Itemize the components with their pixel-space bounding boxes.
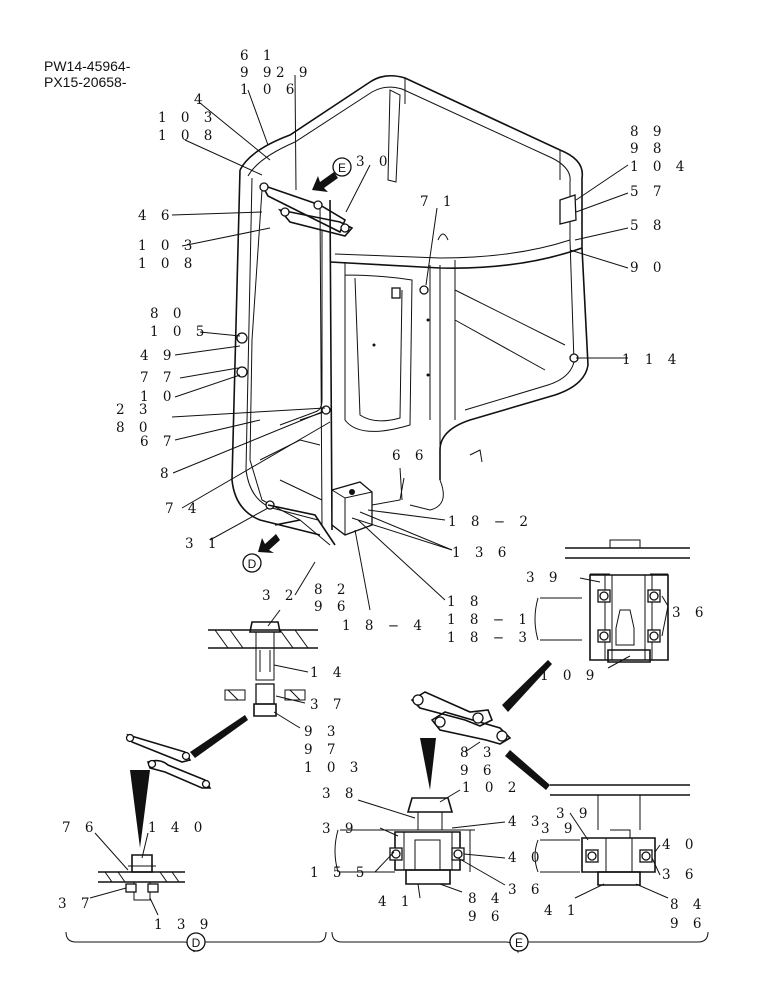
callout-77: 7 7 [140,370,176,386]
callout-58: 5 8 [630,218,666,234]
callout-80-upper: 8 0 [150,306,186,322]
callout-84-right: 8 4 [670,897,706,913]
callout-8: 8 [160,466,174,482]
callout-39-e-left: 3 9 [322,821,358,837]
linkage-detail-d [125,715,248,848]
callout-36-right: 3 6 [662,867,698,883]
callout-40-right: 4 0 [662,837,698,853]
callout-43: 4 3 [508,814,544,830]
callout-76: 7 6 [62,820,98,836]
callout-140: 1 4 0 [148,820,207,836]
callout-108-mid: 1 0 8 [138,256,197,272]
view-e-bracket-marker: E [515,936,523,950]
callout-49: 4 9 [140,348,176,364]
callout-18-3: 1 8 − 3 [447,630,532,646]
controller-box [331,477,405,536]
callout-89: 8 9 [630,124,666,140]
callout-41-right: 4 1 [544,903,580,919]
callout-84-mid: 8 4 [468,891,504,907]
callout-99: 9 9 [240,65,276,81]
callout-66: 6 6 [392,448,428,464]
callout-103-mid: 1 0 3 [138,238,197,254]
callout-39-upper: 3 9 [526,570,562,586]
callout-155: 1 5 5 [310,865,369,881]
callout-4: 4 [194,92,208,108]
callout-23: 2 3 [116,402,152,418]
bearing-detail-upper [534,539,690,663]
callout-98: 9 8 [630,141,666,157]
callout-39-e-right-upper: 3 9 [556,806,592,822]
serial-range-2: PX15-20658- [44,74,127,90]
callout-80-lower: 8 0 [116,420,152,436]
callout-57: 5 7 [630,184,666,200]
callout-103-upper: 1 0 3 [158,110,217,126]
callout-103-d: 1 0 3 [304,760,363,776]
view-e-arrow [312,157,352,192]
callout-105: 1 0 5 [150,324,209,340]
callout-18-2: 1 8 − 2 [448,514,533,530]
bolt-detail-d-lower [98,854,185,901]
callout-90: 9 0 [630,260,666,276]
bolt-detail-d-upper [208,621,318,717]
callout-39-e-right: 3 9 [541,821,577,837]
callout-114: 1 1 4 [622,352,681,368]
bearing-detail-e-right [534,784,690,886]
callout-36-mid: 3 6 [508,882,544,898]
callout-104: 1 0 4 [630,159,689,175]
view-brackets [65,931,709,954]
callout-96-d: 9 6 [314,599,350,615]
callout-38: 3 8 [322,786,358,802]
cab-frame [231,74,589,536]
callout-40-mid: 4 0 [508,850,544,866]
callout-18-4: 1 8 − 4 [342,618,427,634]
callout-67: 6 7 [140,434,176,450]
view-d-marker: D [248,557,257,571]
callout-82: 8 2 [314,582,350,598]
callout-83: 8 3 [460,745,496,761]
callout-109: 1 0 9 [540,668,599,684]
callout-32: 3 2 [262,588,298,604]
linkage-detail-e [410,660,552,790]
view-d-bracket-marker: D [192,936,201,950]
callout-31: 3 1 [185,536,221,552]
leader-lines [89,74,669,916]
callout-18: 1 8 [447,594,483,610]
callout-102: 1 0 2 [462,780,521,796]
callout-41-mid: 4 1 [378,894,414,910]
callout-93: 9 3 [304,724,340,740]
view-d-arrow [242,534,280,573]
callout-29: 2 9 [276,65,312,81]
callout-18-1: 1 8 − 1 [447,612,532,628]
callout-108-upper: 1 0 8 [158,128,217,144]
callout-37-d-upper: 3 7 [310,697,346,713]
callout-106: 1 0 6 [240,82,299,98]
callout-36-upper: 3 6 [672,605,708,621]
callout-61: 6 1 [240,48,276,64]
callout-37-d-lower: 3 7 [58,896,94,912]
callout-71: 7 1 [420,194,456,210]
serial-range-1: PW14-45964- [44,58,131,74]
callout-96-e: 9 6 [460,763,496,779]
callout-46: 4 6 [138,208,174,224]
callout-96-mid: 9 6 [468,909,504,925]
callout-136: 1 3 6 [452,545,511,561]
callout-97: 9 7 [304,742,340,758]
callout-10: 1 0 [140,389,176,405]
callout-96-right: 9 6 [670,916,706,932]
callout-139: 1 3 9 [154,917,213,933]
view-e-marker: E [338,161,346,175]
callout-14: 1 4 [310,665,346,681]
callout-74: 7 4 [165,501,201,517]
callout-30: 3 0 [356,154,392,170]
callout-labels: 6 1 9 9 2 9 1 0 6 4 1 0 3 1 0 8 3 0 4 6 … [58,48,708,933]
